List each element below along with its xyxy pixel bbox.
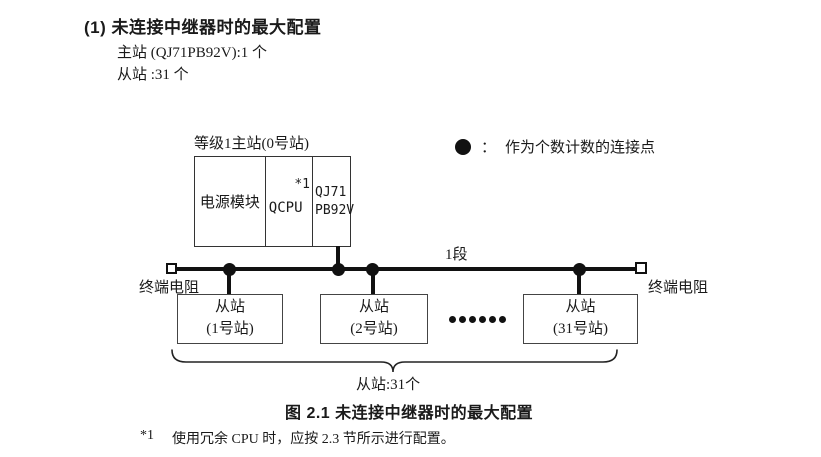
slave-1-line1: 从站 (214, 299, 245, 316)
power-module-cell: 电源模块 (199, 195, 260, 211)
slave-1-line2: (1号站) (206, 321, 254, 337)
terminator-left-icon (166, 263, 177, 274)
pb92v-label: PB92V (315, 202, 355, 218)
qj71pb92v-cell: QJ71 PB92V (312, 157, 355, 246)
legend-colon: ： (481, 140, 497, 156)
legend: ： 作为个数计数的连接点 (455, 136, 655, 157)
ellipsis-dot (459, 316, 466, 323)
master-count-line: 主站 (QJ71PB92V):1 个 (117, 45, 268, 61)
ellipsis-dot (469, 316, 476, 323)
master-station-label: 等级1主站(0号站) (194, 136, 309, 152)
slave31-drop-line (577, 270, 581, 296)
ellipsis-dot (479, 316, 486, 323)
slave-total-label: 从站:31个 (356, 377, 421, 393)
terminator-right-label: 终端电阻 (648, 280, 709, 296)
qcpu-cell: *1 QCPU (264, 157, 312, 246)
footnote-marker: *1 (140, 428, 154, 443)
brace-under-slaves (171, 349, 618, 373)
ellipsis-dot (449, 316, 456, 323)
footnote-text: 使用冗余 CPU 时，应按 2.3 节所示进行配置。 (172, 432, 455, 447)
ellipsis-dots (449, 316, 506, 323)
qj71-label: QJ71 (315, 184, 347, 200)
bus-line (177, 267, 635, 271)
connection-dot (223, 263, 236, 276)
connection-dot (366, 263, 379, 276)
ellipsis-dot (499, 316, 506, 323)
slave-station-2-box: 从站 (2号站) (320, 294, 428, 344)
slave-31-line2: (31号站) (553, 321, 608, 337)
slave-2-line2: (2号站) (350, 321, 398, 337)
slave-2-line1: 从站 (358, 299, 389, 316)
slave2-drop-line (371, 270, 375, 296)
slave-station-1-box: 从站 (1号站) (177, 294, 283, 344)
qcpu-label: QCPU (268, 200, 303, 216)
connection-dot (332, 263, 345, 276)
slave1-drop-line (227, 270, 231, 296)
footnote-ref: *1 (294, 177, 310, 192)
slave-count-line: 从站 :31 个 (117, 67, 189, 83)
segment-label: 1段 (445, 247, 468, 263)
master-station-box: 电源模块 *1 QCPU QJ71 PB92V (194, 156, 355, 247)
terminator-right-icon (635, 262, 647, 274)
ellipsis-dot (489, 316, 496, 323)
slave-station-31-box: 从站 (31号站) (523, 294, 638, 344)
legend-text: 作为个数计数的连接点 (505, 140, 656, 156)
figure-caption: 图 2.1 未连接中继器时的最大配置 (285, 405, 534, 422)
section-title: (1) 未连接中继器时的最大配置 (84, 18, 322, 37)
slave-31-line1: 从站 (565, 299, 596, 316)
connection-dot (573, 263, 586, 276)
master-drop-line (336, 246, 340, 270)
connection-point-icon (455, 138, 471, 155)
terminator-left-label: 终端电阻 (139, 280, 200, 296)
